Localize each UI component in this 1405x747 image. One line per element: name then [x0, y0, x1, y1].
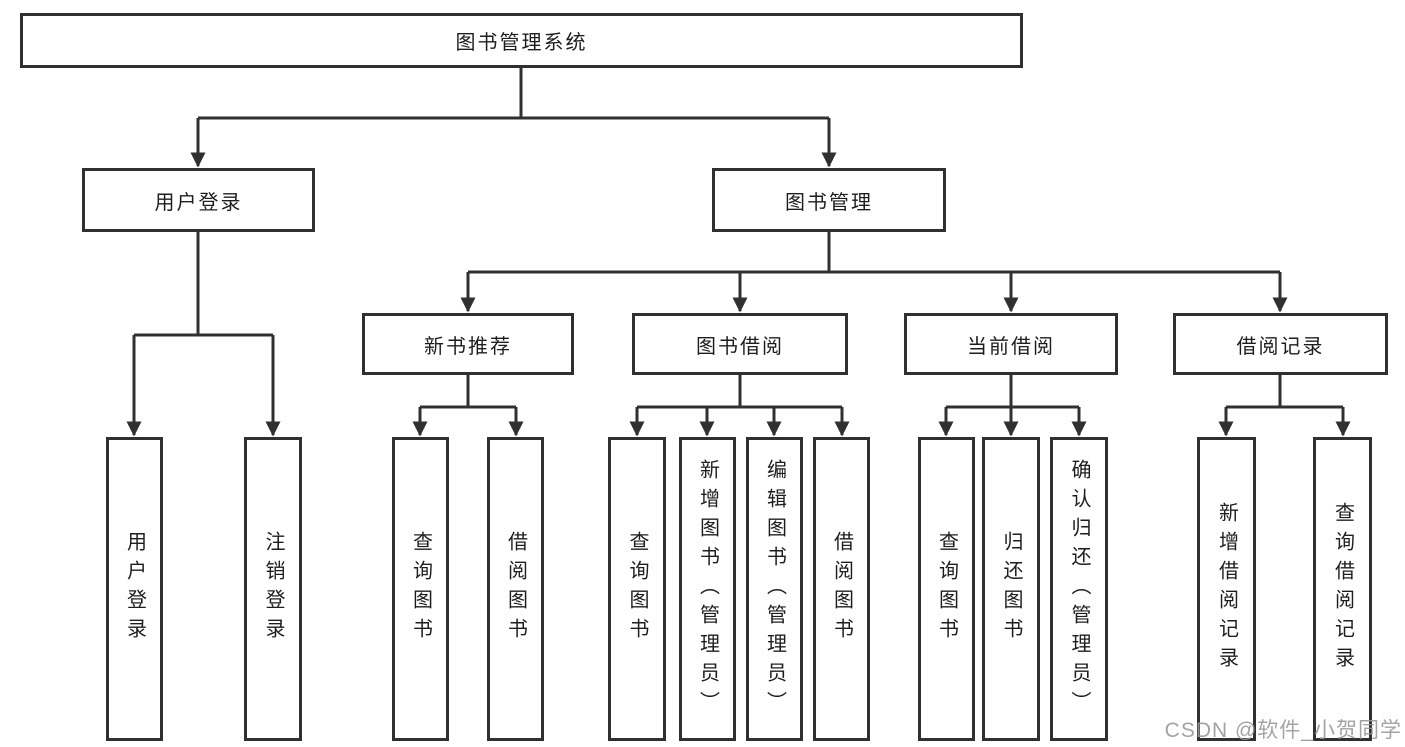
node-borrowing-records-label: 借阅记录	[1236, 335, 1325, 358]
node-new-book-recommend-label: 新书推荐	[424, 335, 512, 358]
connector-root-to-level1	[190, 68, 837, 168]
connector-user-login-to-leaves	[126, 232, 281, 437]
leaf-borrow-add-books-admin: 新增图书（管理员）	[679, 437, 736, 741]
leaf-records-add-record-label: 新增借阅记录	[1215, 502, 1238, 676]
leaf-logout: 注销登录	[244, 437, 302, 741]
node-user-login-label: 用户登录	[154, 191, 243, 214]
leaf-current-query-books-label: 查询图书	[935, 531, 958, 647]
leaf-current-query-books: 查询图书	[918, 437, 975, 741]
leaf-newbook-borrow-books: 借阅图书	[487, 437, 544, 741]
leaf-current-return-books: 归还图书	[982, 437, 1040, 741]
leaf-borrow-borrow-books-label: 借阅图书	[830, 531, 853, 647]
node-book-borrowing-label: 图书借阅	[696, 335, 784, 358]
leaf-newbook-query-books-label: 查询图书	[409, 531, 432, 647]
leaf-user-login-label: 用户登录	[123, 531, 146, 647]
node-user-login: 用户登录	[82, 168, 315, 232]
connector-book-mgmt-to-sections	[460, 232, 1288, 313]
node-borrowing-records: 借阅记录	[1173, 313, 1388, 375]
node-book-borrowing: 图书借阅	[632, 313, 848, 375]
node-library-system: 图书管理系统	[20, 13, 1023, 68]
leaf-logout-label: 注销登录	[262, 531, 284, 647]
leaf-records-add-record: 新增借阅记录	[1197, 437, 1256, 741]
leaf-records-query-record-label: 查询借阅记录	[1331, 502, 1354, 676]
node-current-borrowing: 当前借阅	[904, 313, 1118, 375]
csdn-watermark: CSDN @软件_小贺同学	[1164, 719, 1402, 742]
leaf-newbook-query-books: 查询图书	[392, 437, 449, 741]
leaf-borrow-edit-books-admin-label: 编辑图书（管理员）	[763, 458, 786, 720]
connector-current-borrow-to-leaves	[938, 375, 1087, 437]
leaf-records-query-record: 查询借阅记录	[1313, 437, 1372, 741]
connector-book-borrow-to-leaves	[629, 375, 850, 437]
node-book-management-label: 图书管理	[785, 191, 873, 214]
leaf-borrow-query-books-label: 查询图书	[626, 531, 648, 647]
leaf-borrow-borrow-books: 借阅图书	[813, 437, 870, 741]
leaf-borrow-edit-books-admin: 编辑图书（管理员）	[746, 437, 803, 741]
node-book-management: 图书管理	[712, 168, 946, 232]
node-new-book-recommend: 新书推荐	[362, 313, 574, 375]
leaf-newbook-borrow-books-label: 借阅图书	[504, 531, 527, 647]
leaf-current-confirm-return-admin: 确认归还（管理员）	[1050, 437, 1108, 741]
connector-new-book-to-leaves	[412, 375, 524, 437]
leaf-borrow-query-books: 查询图书	[608, 437, 666, 741]
node-library-system-label: 图书管理系统	[455, 32, 588, 54]
leaf-current-return-books-label: 归还图书	[1000, 531, 1022, 647]
leaf-borrow-add-books-admin-label: 新增图书（管理员）	[696, 458, 719, 720]
leaf-user-login: 用户登录	[106, 437, 163, 741]
node-current-borrowing-label: 当前借阅	[967, 335, 1055, 358]
leaf-current-confirm-return-admin-label: 确认归还（管理员）	[1068, 458, 1090, 720]
connector-records-to-leaves	[1218, 375, 1351, 437]
